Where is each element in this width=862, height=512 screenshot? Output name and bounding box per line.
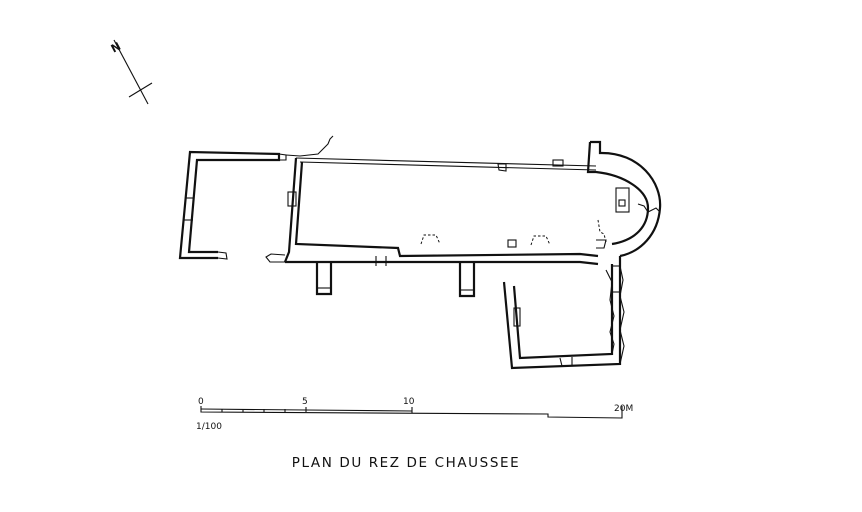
scale-tick-10: 10 [403,397,415,407]
north-arrow: N [109,39,153,105]
north-arrow-shaft [113,39,149,105]
apse [586,140,662,258]
scale-tick-0: 0 [198,397,204,407]
main-nave [265,157,599,298]
scale-tick-20m: 20M [614,404,633,414]
wall-breach-line [285,135,334,157]
north-arrow-crossbar [128,82,153,98]
west-room [178,150,287,260]
south-annex [502,256,625,370]
scale-tick-5: 5 [302,397,308,407]
scale-bar: 0 5 10 20M 1/100 [196,397,633,432]
scale-ratio: 1/100 [196,422,222,432]
plan-title: PLAN DU REZ DE CHAUSSEE [291,455,521,471]
